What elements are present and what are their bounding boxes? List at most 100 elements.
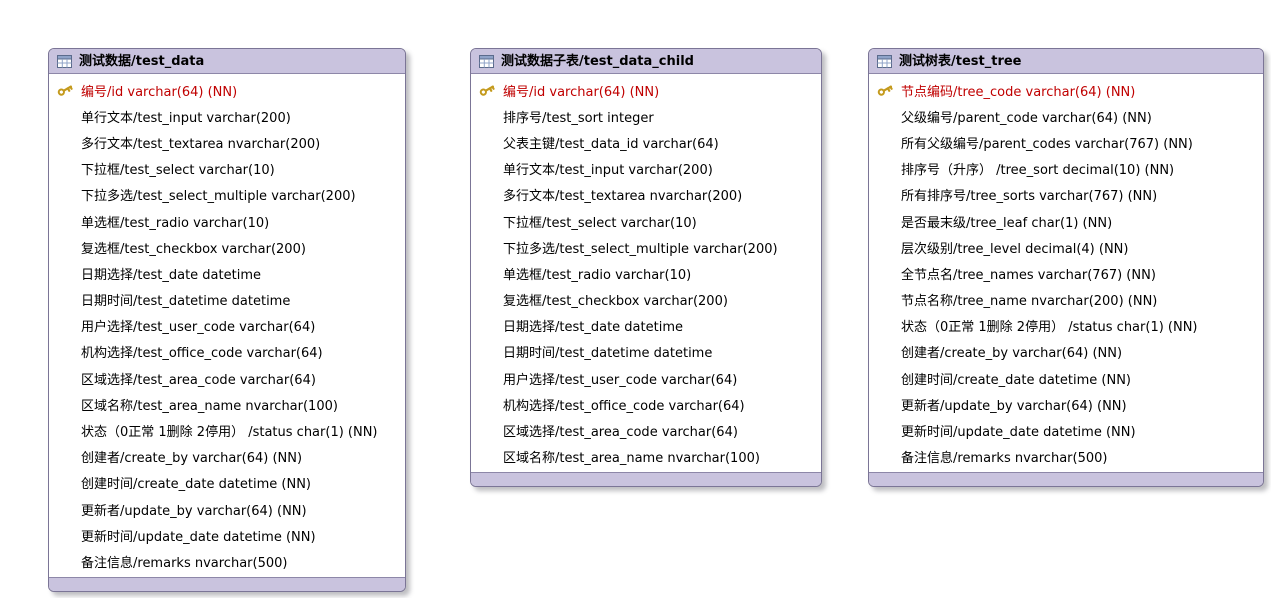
field-row[interactable]: 节点名称/tree_name nvarchar(200) (NN) xyxy=(869,287,1263,313)
field-row[interactable]: 区域名称/test_area_name nvarchar(100) xyxy=(471,444,821,470)
entity-footer xyxy=(471,471,821,486)
entity-field-list: 编号/id varchar(64) (NN) 排序号/test_sort inte… xyxy=(471,74,821,472)
field-label: 下拉多选/test_select_multiple varchar(200) xyxy=(81,189,356,205)
field-row[interactable]: 机构选择/test_office_code varchar(64) xyxy=(471,391,821,417)
field-row[interactable]: 用户选择/test_user_code varchar(64) xyxy=(471,365,821,391)
field-row[interactable]: 创建者/create_by varchar(64) (NN) xyxy=(869,339,1263,365)
field-row[interactable]: 所有排序号/tree_sorts varchar(767) (NN) xyxy=(869,182,1263,208)
field-row[interactable]: 备注信息/remarks nvarchar(500) xyxy=(49,548,405,574)
field-row[interactable]: 所有父级编号/parent_codes varchar(767) (NN) xyxy=(869,129,1263,155)
field-row[interactable]: 单选框/test_radio varchar(10) xyxy=(471,260,821,286)
field-label: 节点编码/tree_code varchar(64) (NN) xyxy=(901,84,1136,100)
field-label: 复选框/test_checkbox varchar(200) xyxy=(81,241,306,257)
entity-title: 测试树表/test_tree xyxy=(899,54,1022,69)
field-row[interactable]: 机构选择/test_office_code varchar(64) xyxy=(49,339,405,365)
field-label: 状态（0正常 1删除 2停用） /status char(1) (NN) xyxy=(901,320,1198,336)
field-label: 父表主键/test_data_id varchar(64) xyxy=(503,136,719,152)
entity-footer xyxy=(49,576,405,591)
field-row[interactable]: 区域选择/test_area_code varchar(64) xyxy=(471,417,821,443)
field-row[interactable]: 单行文本/test_input varchar(200) xyxy=(49,103,405,129)
field-label: 所有父级编号/parent_codes varchar(767) (NN) xyxy=(901,136,1193,152)
field-row[interactable]: 全节点名/tree_names varchar(767) (NN) xyxy=(869,260,1263,286)
field-row[interactable]: 日期选择/test_date datetime xyxy=(471,313,821,339)
table-icon xyxy=(479,55,494,68)
field-row[interactable]: 创建者/create_by varchar(64) (NN) xyxy=(49,444,405,470)
entity-header[interactable]: 测试数据子表/test_data_child xyxy=(471,49,821,74)
field-row[interactable]: 状态（0正常 1删除 2停用） /status char(1) (NN) xyxy=(869,313,1263,339)
field-row[interactable]: 单行文本/test_input varchar(200) xyxy=(471,156,821,182)
field-label: 全节点名/tree_names varchar(767) (NN) xyxy=(901,267,1156,283)
field-row[interactable]: 下拉多选/test_select_multiple varchar(200) xyxy=(49,182,405,208)
field-row[interactable]: 父表主键/test_data_id varchar(64) xyxy=(471,129,821,155)
field-row[interactable]: 多行文本/test_textarea nvarchar(200) xyxy=(49,129,405,155)
field-row[interactable]: 日期时间/test_datetime datetime xyxy=(471,339,821,365)
field-label: 单选框/test_radio varchar(10) xyxy=(81,215,270,231)
field-row-primary-key[interactable]: 节点编码/tree_code varchar(64) (NN) xyxy=(869,77,1263,103)
field-row[interactable]: 层次级别/tree_level decimal(4) (NN) xyxy=(869,234,1263,260)
field-label: 单选框/test_radio varchar(10) xyxy=(503,267,692,283)
field-label: 机构选择/test_office_code varchar(64) xyxy=(503,398,745,414)
field-label: 节点名称/tree_name nvarchar(200) (NN) xyxy=(901,294,1158,310)
entity-header[interactable]: 测试数据/test_data xyxy=(49,49,405,74)
field-row[interactable]: 备注信息/remarks nvarchar(500) xyxy=(869,444,1263,470)
field-row[interactable]: 日期时间/test_datetime datetime xyxy=(49,287,405,313)
table-icon xyxy=(877,55,892,68)
field-label: 下拉框/test_select varchar(10) xyxy=(81,163,275,179)
field-label: 区域选择/test_area_code varchar(64) xyxy=(81,372,316,388)
field-row[interactable]: 区域名称/test_area_name nvarchar(100) xyxy=(49,391,405,417)
field-row[interactable]: 复选框/test_checkbox varchar(200) xyxy=(471,287,821,313)
field-row-primary-key[interactable]: 编号/id varchar(64) (NN) xyxy=(471,77,821,103)
field-label: 更新者/update_by varchar(64) (NN) xyxy=(81,503,307,519)
field-label: 备注信息/remarks nvarchar(500) xyxy=(81,555,288,571)
entity-header[interactable]: 测试树表/test_tree xyxy=(869,49,1263,74)
field-row[interactable]: 是否最末级/tree_leaf char(1) (NN) xyxy=(869,208,1263,234)
field-label: 创建者/create_by varchar(64) (NN) xyxy=(901,346,1123,362)
field-row[interactable]: 下拉框/test_select varchar(10) xyxy=(471,208,821,234)
field-label: 创建时间/create_date datetime (NN) xyxy=(81,477,312,493)
field-row[interactable]: 创建时间/create_date datetime (NN) xyxy=(869,365,1263,391)
field-label: 是否最末级/tree_leaf char(1) (NN) xyxy=(901,215,1113,231)
field-label: 复选框/test_checkbox varchar(200) xyxy=(503,294,728,310)
field-label: 更新者/update_by varchar(64) (NN) xyxy=(901,398,1127,414)
field-row[interactable]: 下拉框/test_select varchar(10) xyxy=(49,156,405,182)
field-row-primary-key[interactable]: 编号/id varchar(64) (NN) xyxy=(49,77,405,103)
field-row[interactable]: 状态（0正常 1删除 2停用） /status char(1) (NN) xyxy=(49,417,405,443)
field-row[interactable]: 下拉多选/test_select_multiple varchar(200) xyxy=(471,234,821,260)
entity-title: 测试数据子表/test_data_child xyxy=(501,54,694,69)
field-row[interactable]: 排序号/test_sort integer xyxy=(471,103,821,129)
field-row[interactable]: 创建时间/create_date datetime (NN) xyxy=(49,470,405,496)
field-label: 日期时间/test_datetime datetime xyxy=(503,346,713,362)
table-icon xyxy=(57,55,72,68)
field-label: 编号/id varchar(64) (NN) xyxy=(503,84,660,100)
entity-test_data[interactable]: 测试数据/test_data 编号/id varchar(64) (NN) 单行文本… xyxy=(48,48,406,592)
field-label: 创建者/create_by varchar(64) (NN) xyxy=(81,451,303,467)
field-label: 日期选择/test_date datetime xyxy=(503,320,683,336)
field-row[interactable]: 更新时间/update_date datetime (NN) xyxy=(869,417,1263,443)
field-label: 日期选择/test_date datetime xyxy=(81,267,261,283)
field-label: 区域名称/test_area_name nvarchar(100) xyxy=(81,398,338,414)
field-label: 编号/id varchar(64) (NN) xyxy=(81,84,238,100)
entity-test_data_child[interactable]: 测试数据子表/test_data_child 编号/id varchar(64) … xyxy=(470,48,822,487)
primary-key-icon xyxy=(869,81,901,99)
field-label: 用户选择/test_user_code varchar(64) xyxy=(503,372,738,388)
field-row[interactable]: 更新者/update_by varchar(64) (NN) xyxy=(49,496,405,522)
field-row[interactable]: 父级编号/parent_code varchar(64) (NN) xyxy=(869,103,1263,129)
field-row[interactable]: 多行文本/test_textarea nvarchar(200) xyxy=(471,182,821,208)
field-label: 机构选择/test_office_code varchar(64) xyxy=(81,346,323,362)
field-label: 创建时间/create_date datetime (NN) xyxy=(901,372,1132,388)
field-label: 状态（0正常 1删除 2停用） /status char(1) (NN) xyxy=(81,425,378,441)
entity-test_tree[interactable]: 测试树表/test_tree 节点编码/tree_code varchar(64)… xyxy=(868,48,1264,487)
field-row[interactable]: 更新者/update_by varchar(64) (NN) xyxy=(869,391,1263,417)
field-row[interactable]: 复选框/test_checkbox varchar(200) xyxy=(49,234,405,260)
field-row[interactable]: 用户选择/test_user_code varchar(64) xyxy=(49,313,405,339)
field-label: 排序号（升序） /tree_sort decimal(10) (NN) xyxy=(901,163,1175,179)
field-label: 区域选择/test_area_code varchar(64) xyxy=(503,425,738,441)
field-row[interactable]: 单选框/test_radio varchar(10) xyxy=(49,208,405,234)
field-row[interactable]: 排序号（升序） /tree_sort decimal(10) (NN) xyxy=(869,156,1263,182)
field-row[interactable]: 更新时间/update_date datetime (NN) xyxy=(49,522,405,548)
entity-footer xyxy=(869,471,1263,486)
entity-field-list: 节点编码/tree_code varchar(64) (NN) 父级编号/pare… xyxy=(869,74,1263,472)
field-row[interactable]: 日期选择/test_date datetime xyxy=(49,260,405,286)
field-label: 日期时间/test_datetime datetime xyxy=(81,294,291,310)
field-row[interactable]: 区域选择/test_area_code varchar(64) xyxy=(49,365,405,391)
